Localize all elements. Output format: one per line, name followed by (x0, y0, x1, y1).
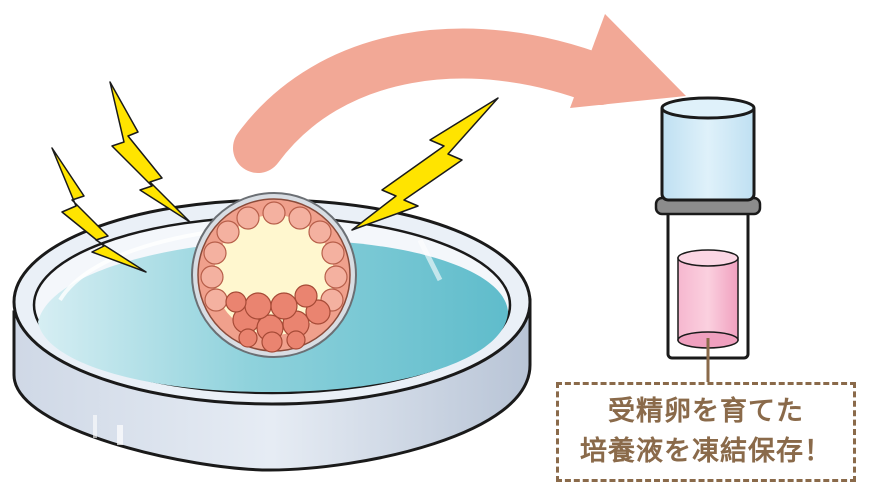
cryo-tube-icon (654, 96, 762, 360)
embryo-icon (191, 192, 357, 358)
caption-box: 受精卵を育てた 培養液を凍結保存！ (556, 382, 856, 482)
arrow-icon (233, 14, 686, 173)
caption-line-1: 受精卵を育てた (608, 396, 804, 427)
lightning-icon (51, 81, 499, 273)
caption-line-2: 培養液を凍結保存！ (580, 436, 832, 467)
